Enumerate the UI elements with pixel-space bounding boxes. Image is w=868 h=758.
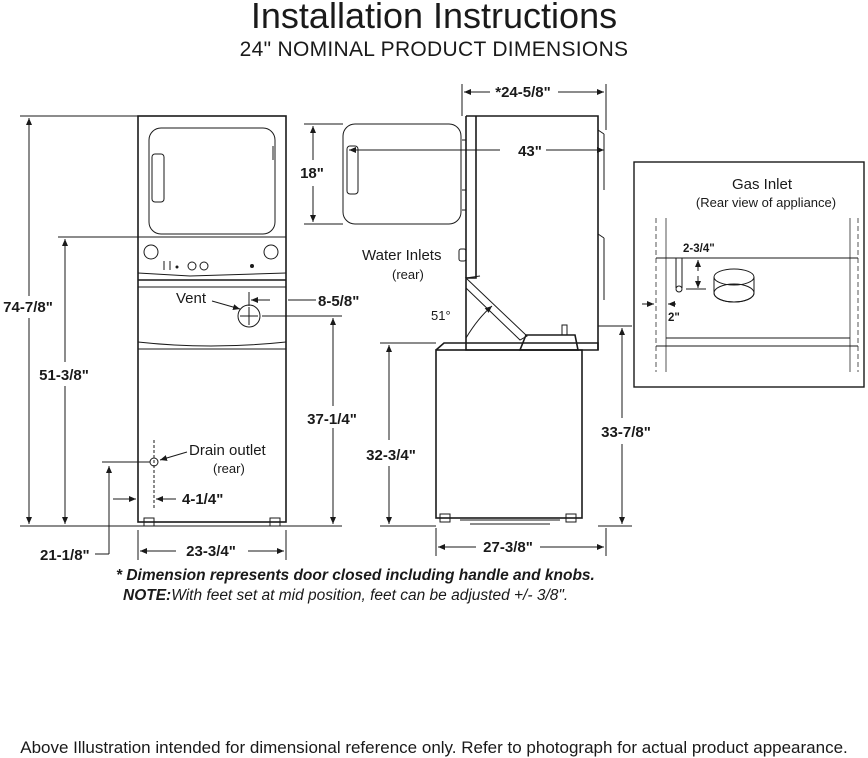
dim-vent-offset: 8-5/8" — [318, 293, 359, 310]
control-button — [199, 261, 209, 271]
page-title: Installation Instructions — [250, 0, 618, 36]
dim-washer-depth: 27-3/8" — [483, 539, 533, 556]
dim-drain-offset: 4-1/4" — [182, 491, 223, 508]
dimension-diagram: 74-7/8" 51-3/8" 21-1/8" 4-1/4" Drain out… — [3, 84, 865, 564]
control-button — [187, 261, 197, 271]
washer-lid — [465, 277, 528, 341]
vent-duct — [713, 277, 755, 303]
washer-body — [435, 349, 583, 519]
dryer-door-handle — [151, 153, 165, 203]
drain-sub-label: (rear) — [213, 461, 245, 476]
dim-door-height: 18" — [300, 165, 324, 182]
dim-drain-height: 21-1/8" — [40, 547, 90, 564]
front-view: 74-7/8" 51-3/8" 21-1/8" 4-1/4" Drain out… — [3, 115, 359, 564]
gas-dim-side: 2" — [668, 312, 680, 324]
note-dimension: * Dimension represents door closed inclu… — [116, 567, 595, 584]
dim-vent-height: 37-1/4" — [307, 411, 357, 428]
gas-dim-height: 2-3/4" — [683, 243, 715, 255]
water-inlets-sub-label: (rear) — [392, 267, 424, 282]
angle-label: 51° — [431, 308, 451, 323]
note-text: With feet set at mid position, feet can … — [171, 587, 569, 604]
dim-top-height: 33-7/8" — [601, 424, 651, 441]
drain-label: Drain outlet — [189, 442, 267, 459]
gas-inlet-inset: Gas Inlet (Rear view of appliance) 2-3/4… — [633, 161, 865, 388]
vent-label: Vent — [176, 290, 207, 307]
water-inlet — [458, 248, 467, 262]
note-label: NOTE: — [123, 587, 172, 604]
dryer-door-open — [342, 123, 462, 225]
cycle-knob — [143, 244, 159, 260]
side-view: *24-5/8" 43" 18" Water Inlets (rear) 51°… — [300, 84, 651, 556]
gas-inlet-title: Gas Inlet — [732, 176, 793, 193]
dim-door-open: 43" — [518, 143, 542, 160]
footer-disclaimer: Above Illustration intended for dimensio… — [20, 738, 848, 757]
dryer-door — [148, 127, 276, 235]
dim-depth: *24-5/8" — [495, 84, 550, 101]
dim-washer-height: 32-3/4" — [366, 447, 416, 464]
water-inlets-label: Water Inlets — [362, 247, 441, 264]
front-cabinet-outline — [137, 115, 287, 523]
dim-overall-height: 74-7/8" — [3, 299, 53, 316]
dim-control-height: 51-3/8" — [39, 367, 89, 384]
temp-knob — [263, 244, 279, 260]
page-subtitle: 24" NOMINAL PRODUCT DIMENSIONS — [239, 38, 629, 61]
gas-inlet-subtitle: (Rear view of appliance) — [696, 195, 836, 210]
dryer-door-handle — [346, 145, 359, 195]
note-feet: NOTE:With feet set at mid position, feet… — [123, 587, 568, 605]
dim-width: 23-3/4" — [186, 543, 236, 560]
gas-inlet-box — [633, 161, 865, 388]
